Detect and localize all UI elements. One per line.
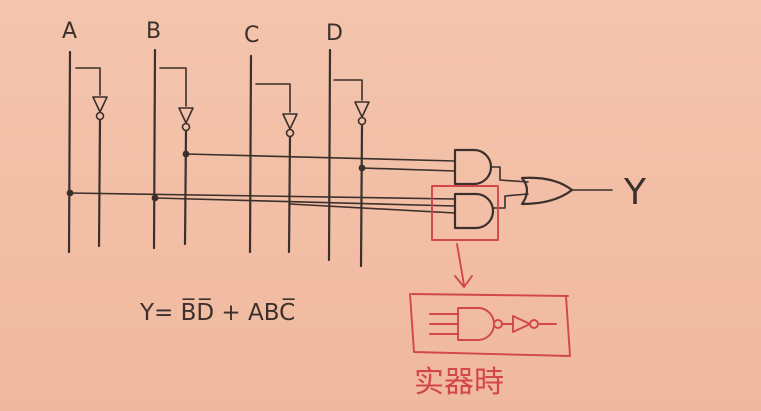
input-label-b: B bbox=[146, 19, 161, 44]
input-a-lines bbox=[67, 50, 108, 254]
output-label-y: Y bbox=[623, 172, 647, 213]
red-note: 实器時 bbox=[414, 365, 504, 400]
input-label-a: A bbox=[62, 19, 77, 44]
or-gate bbox=[520, 176, 613, 206]
input-c-lines bbox=[248, 54, 298, 254]
input-label-c: C bbox=[244, 23, 259, 48]
upper-and-wires bbox=[182, 150, 456, 172]
lower-and-wires bbox=[66, 189, 456, 214]
boolean-equation: Y= B̅D̅ + ABC̅ bbox=[139, 298, 295, 326]
input-b-lines bbox=[152, 48, 194, 250]
input-label-d: D bbox=[326, 21, 343, 46]
input-d-lines bbox=[327, 48, 370, 268]
and-gate-upper bbox=[453, 148, 529, 186]
and-gate-lower bbox=[453, 192, 529, 230]
red-annotation bbox=[409, 185, 571, 357]
